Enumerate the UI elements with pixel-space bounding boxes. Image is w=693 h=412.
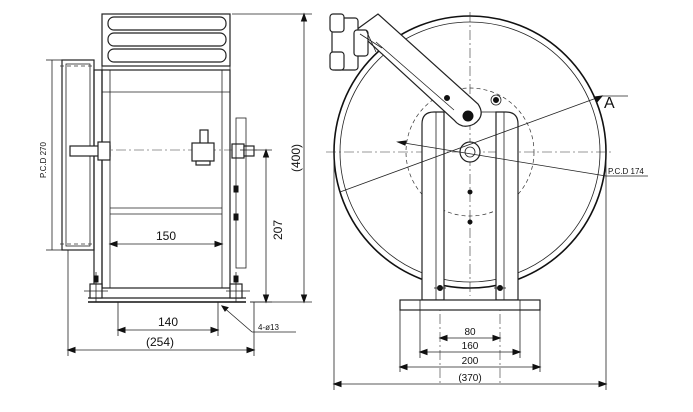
front-base-plate	[399, 299, 541, 311]
dim-holes-leader: 4-ø13	[220, 305, 296, 333]
dim-400: (400)	[232, 12, 312, 304]
base-plate	[84, 185, 250, 303]
dim-200: 200	[398, 310, 542, 372]
section-mark-a: A	[604, 95, 615, 112]
dim-label-200: 200	[462, 356, 479, 367]
gear-housing	[60, 59, 103, 289]
dim-label-254: (254)	[146, 335, 174, 349]
dim-label-370: (370)	[458, 373, 481, 384]
dim-label-150: 150	[156, 229, 176, 243]
dim-label-pcd-270: P.C.D 270	[39, 142, 48, 178]
dim-label-holes: 4-ø13	[258, 323, 279, 332]
dim-label-140: 140	[158, 315, 178, 329]
axle-shaft	[69, 117, 255, 269]
dim-80: 80	[438, 327, 502, 342]
swivel-inlet	[191, 129, 215, 166]
dim-pcd-270: P.C.D 270	[39, 59, 62, 251]
dim-label-160: 160	[462, 341, 479, 352]
dim-254: (254)	[66, 250, 256, 356]
dim-label-400: (400)	[289, 144, 303, 172]
guide-arm	[355, 13, 502, 127]
roller-head	[329, 13, 383, 71]
dim-pcd-174: P.C.D 174	[396, 140, 648, 177]
dim-207: 207	[240, 148, 285, 304]
dim-140: 140	[116, 302, 220, 336]
dim-label-80: 80	[464, 327, 476, 338]
dim-150: 150	[108, 229, 224, 248]
roller-guide-bracket	[101, 13, 231, 90]
drum-body	[80, 69, 260, 289]
dim-370: (370)	[332, 152, 608, 390]
dim-label-207: 207	[271, 220, 285, 240]
front-view: A P.C.D 174 80 160 20	[326, 12, 648, 390]
side-view: P.C.D 270 150 207 (400)	[39, 12, 312, 356]
dim-160: 160	[418, 310, 522, 358]
dim-label-pcd-174: P.C.D 174	[608, 167, 644, 176]
section-line-a: A	[339, 95, 628, 193]
